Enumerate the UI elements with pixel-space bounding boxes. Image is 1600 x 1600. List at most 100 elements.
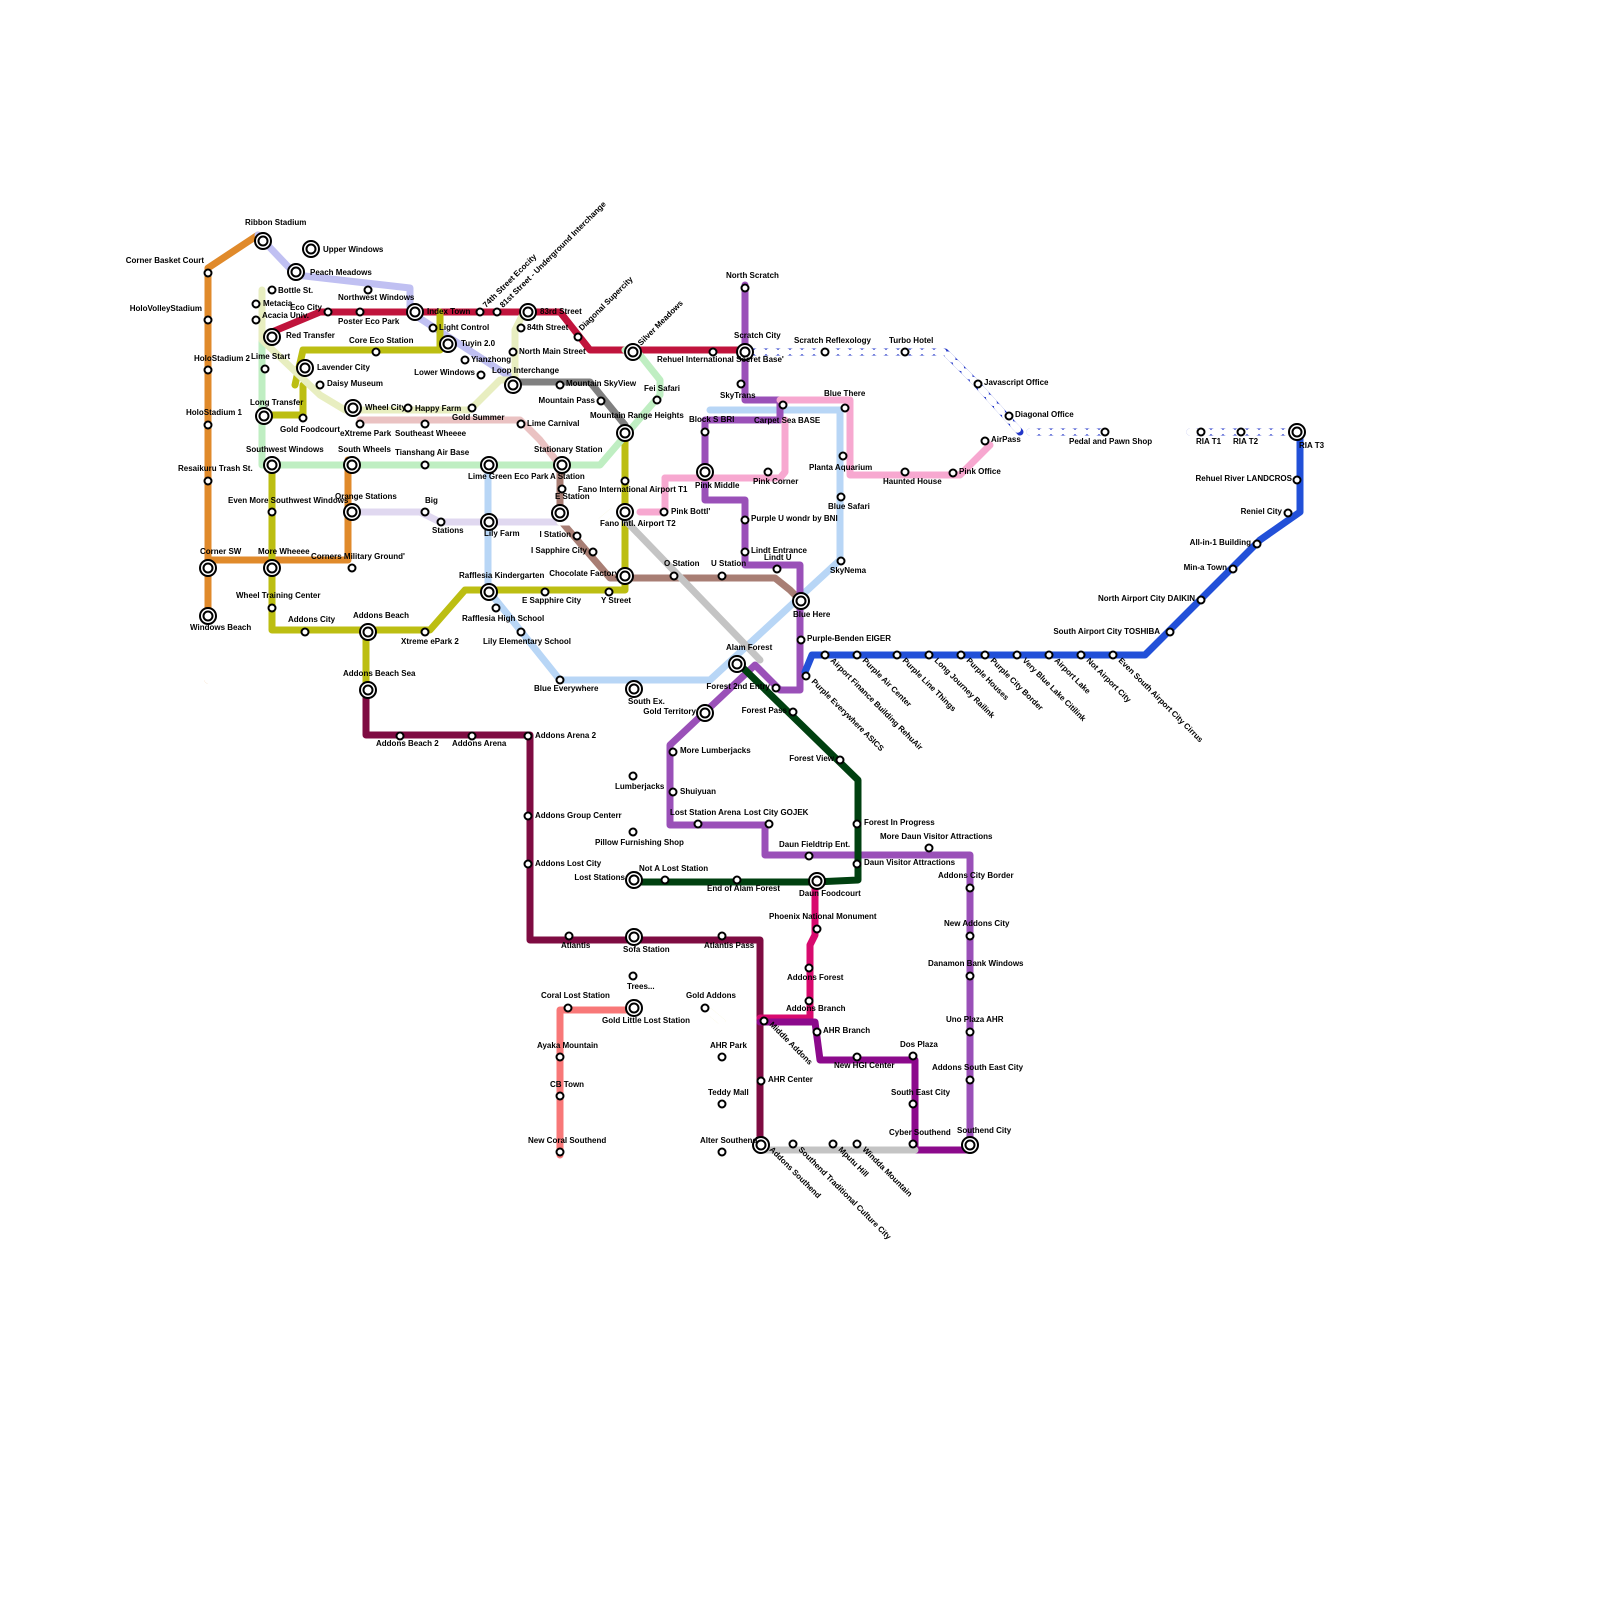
station-addons-arena-2[interactable] (523, 731, 533, 741)
station-mountain-range-heights[interactable] (616, 424, 634, 442)
station-i-station[interactable] (572, 531, 582, 541)
station-extreme-park[interactable] (355, 419, 365, 429)
station-purple-air-center[interactable] (852, 650, 862, 660)
station-addons-beach[interactable] (359, 623, 377, 641)
station-rafflesia-kindergarten[interactable] (480, 583, 498, 601)
station-addons-beach-sea[interactable] (359, 681, 377, 699)
station-lower-windows[interactable] (476, 370, 486, 380)
station-daun-visitor-attractions[interactable] (852, 859, 862, 869)
station-lavender-city[interactable] (296, 359, 314, 377)
station-min-a-town[interactable] (1228, 564, 1238, 574)
station-long-transfer[interactable] (255, 407, 273, 425)
station-chocolate-factory[interactable] (616, 567, 634, 585)
station-fei-safari[interactable] (652, 395, 662, 405)
station-addons-group-centerr[interactable] (523, 811, 533, 821)
station-scratch-reflexology[interactable] (820, 347, 830, 357)
station-north-airport-city-daikin[interactable] (1196, 595, 1206, 605)
station-lily-elementary-school[interactable] (516, 627, 526, 637)
station-ribbon-stadium[interactable] (254, 232, 272, 250)
station-corner-basket-court[interactable] (203, 268, 213, 278)
station-i-sapphire-city[interactable] (588, 547, 598, 557)
station-metacia[interactable] (251, 299, 261, 309)
station-silver-meadows[interactable] (624, 343, 642, 361)
station-atlantis-pass[interactable] (717, 931, 727, 941)
station-big[interactable] (420, 507, 430, 517)
station-planta-aquarium[interactable] (838, 451, 848, 461)
station-holostadium-1[interactable] (203, 420, 213, 430)
station-airport-finance-building-rehuair[interactable] (820, 650, 830, 660)
station-airpass[interactable] (980, 436, 990, 446)
station-even-more-southwest-windows[interactable] (267, 507, 277, 517)
station-purple-benden-eiger[interactable] (796, 635, 806, 645)
station-north-scratch[interactable] (740, 283, 750, 293)
station-mountain-skyview[interactable] (555, 380, 565, 390)
station-blue-there[interactable] (840, 403, 850, 413)
station-more-daun-visitor-attractions[interactable] (924, 843, 934, 853)
station-ahr-center[interactable] (756, 1076, 766, 1086)
station-acacia-univ[interactable] (251, 315, 261, 325)
station-new-hgi-center[interactable] (852, 1052, 862, 1062)
station-shuiyuan[interactable] (668, 787, 678, 797)
station-addons-southend[interactable] (752, 1136, 770, 1154)
station-rafflesia-high-school[interactable] (491, 603, 501, 613)
station-south-airport-city-toshiba[interactable] (1165, 627, 1175, 637)
station-south-wheels[interactable] (343, 456, 361, 474)
station-addons-forest[interactable] (804, 963, 814, 973)
station-new-addons-city[interactable] (965, 931, 975, 941)
station-not-a-lost-station[interactable] (660, 875, 670, 885)
station-purple-everywhere-asics[interactable] (801, 671, 811, 681)
station-alam-forest[interactable] (728, 655, 746, 673)
station-tuyin-2-0[interactable] (439, 335, 457, 353)
station-sofa-station[interactable] (625, 928, 643, 946)
station-upper-windows[interactable] (302, 240, 320, 258)
station-blue-everywhere[interactable] (555, 675, 565, 685)
station-new-coral-southend[interactable] (555, 1147, 565, 1157)
station-skytrans[interactable] (736, 379, 746, 389)
station-addons-south-east-city[interactable] (965, 1075, 975, 1085)
station-a-station[interactable] (557, 484, 567, 494)
station-eco-city[interactable] (323, 307, 333, 317)
station-dos-plaza[interactable] (908, 1051, 918, 1061)
station-holostadium-2[interactable] (203, 365, 213, 375)
station-javascript-office[interactable] (973, 379, 983, 389)
station-daun-foodcourt[interactable] (808, 872, 826, 890)
station-lime-start[interactable] (260, 364, 270, 374)
station-cb-town[interactable] (555, 1091, 565, 1101)
station-ria-t3[interactable] (1288, 423, 1306, 441)
station-very-blue-lake-citilink[interactable] (1012, 650, 1022, 660)
station-resaikuru-trash-st[interactable] (203, 476, 213, 486)
station-loop-interchange[interactable] (504, 376, 522, 394)
station-lost-stations[interactable] (625, 871, 643, 889)
station-reniel-city[interactable] (1283, 508, 1293, 518)
station-forest-in-progress[interactable] (852, 819, 862, 829)
station-windows-beach[interactable] (199, 607, 217, 625)
station-lost-station-arena[interactable] (693, 819, 703, 829)
station-tianshang-air-base[interactable] (420, 460, 430, 470)
station-even-south-airport-city-cirrus[interactable] (1108, 650, 1118, 660)
station-red-transfer[interactable] (263, 328, 281, 346)
station-addons-arena[interactable] (467, 731, 477, 741)
station-haunted-house[interactable] (900, 467, 910, 477)
station-southwest-windows[interactable] (263, 456, 281, 474)
station-u-station[interactable] (717, 571, 727, 581)
station-purple-u-wondr-by-bni[interactable] (740, 515, 750, 525)
station-atlantis[interactable] (564, 931, 574, 941)
station-turbo-hotel[interactable] (900, 347, 910, 357)
station-poster-eco-park[interactable] (355, 307, 365, 317)
station-blue-here[interactable] (792, 592, 810, 610)
station-carpet-sea-base[interactable] (778, 400, 788, 410)
station-southend-traditional-culture-city[interactable] (788, 1139, 798, 1149)
station-wheel-training-center[interactable] (267, 603, 277, 613)
station-trees[interactable] (628, 971, 638, 981)
station-south-ex[interactable] (625, 680, 643, 698)
station-yianzhong[interactable] (460, 355, 470, 365)
station-not-airport-city[interactable] (1076, 650, 1086, 660)
station-ria-t2[interactable] (1236, 427, 1246, 437)
station-purple-city-border[interactable] (980, 650, 990, 660)
station-peach-meadows[interactable] (287, 263, 305, 281)
station-stations[interactable] (436, 517, 446, 527)
station-long-journey-railink[interactable] (924, 650, 934, 660)
station-gold-territory[interactable] (696, 704, 714, 722)
station-mputu-hill[interactable] (828, 1139, 838, 1149)
station-windda-mountain[interactable] (852, 1139, 862, 1149)
